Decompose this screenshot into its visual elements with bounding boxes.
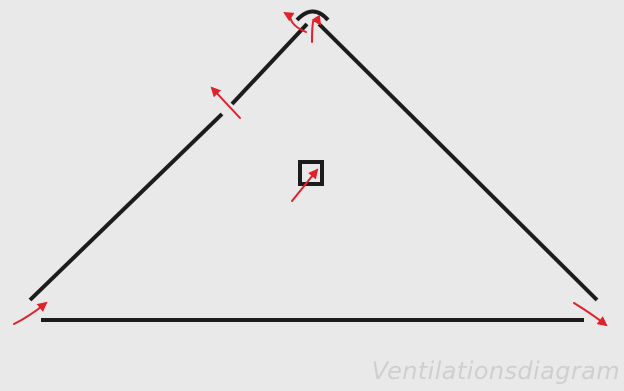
building-structure (28, 9, 599, 322)
roof-left-lower (28, 112, 224, 302)
ridge-exhaust-arrow-left-icon (283, 11, 307, 33)
ridge-vent-icon (295, 9, 330, 22)
airflow-arrows (13, 11, 608, 327)
room-vent-icon (298, 160, 324, 186)
diagram-caption: Ventilationsdiagram (371, 357, 620, 385)
roof-right (317, 22, 599, 302)
eave-left-airflow-arrow-icon (13, 301, 48, 325)
roof-vent-airflow-arrow-icon (210, 86, 241, 119)
roof-left-upper (230, 22, 309, 106)
eave-right-airflow-arrow-icon (573, 302, 608, 327)
ridge-exhaust-arrow-right-icon (311, 14, 322, 43)
room-vent-airflow-arrow-icon (291, 168, 319, 202)
